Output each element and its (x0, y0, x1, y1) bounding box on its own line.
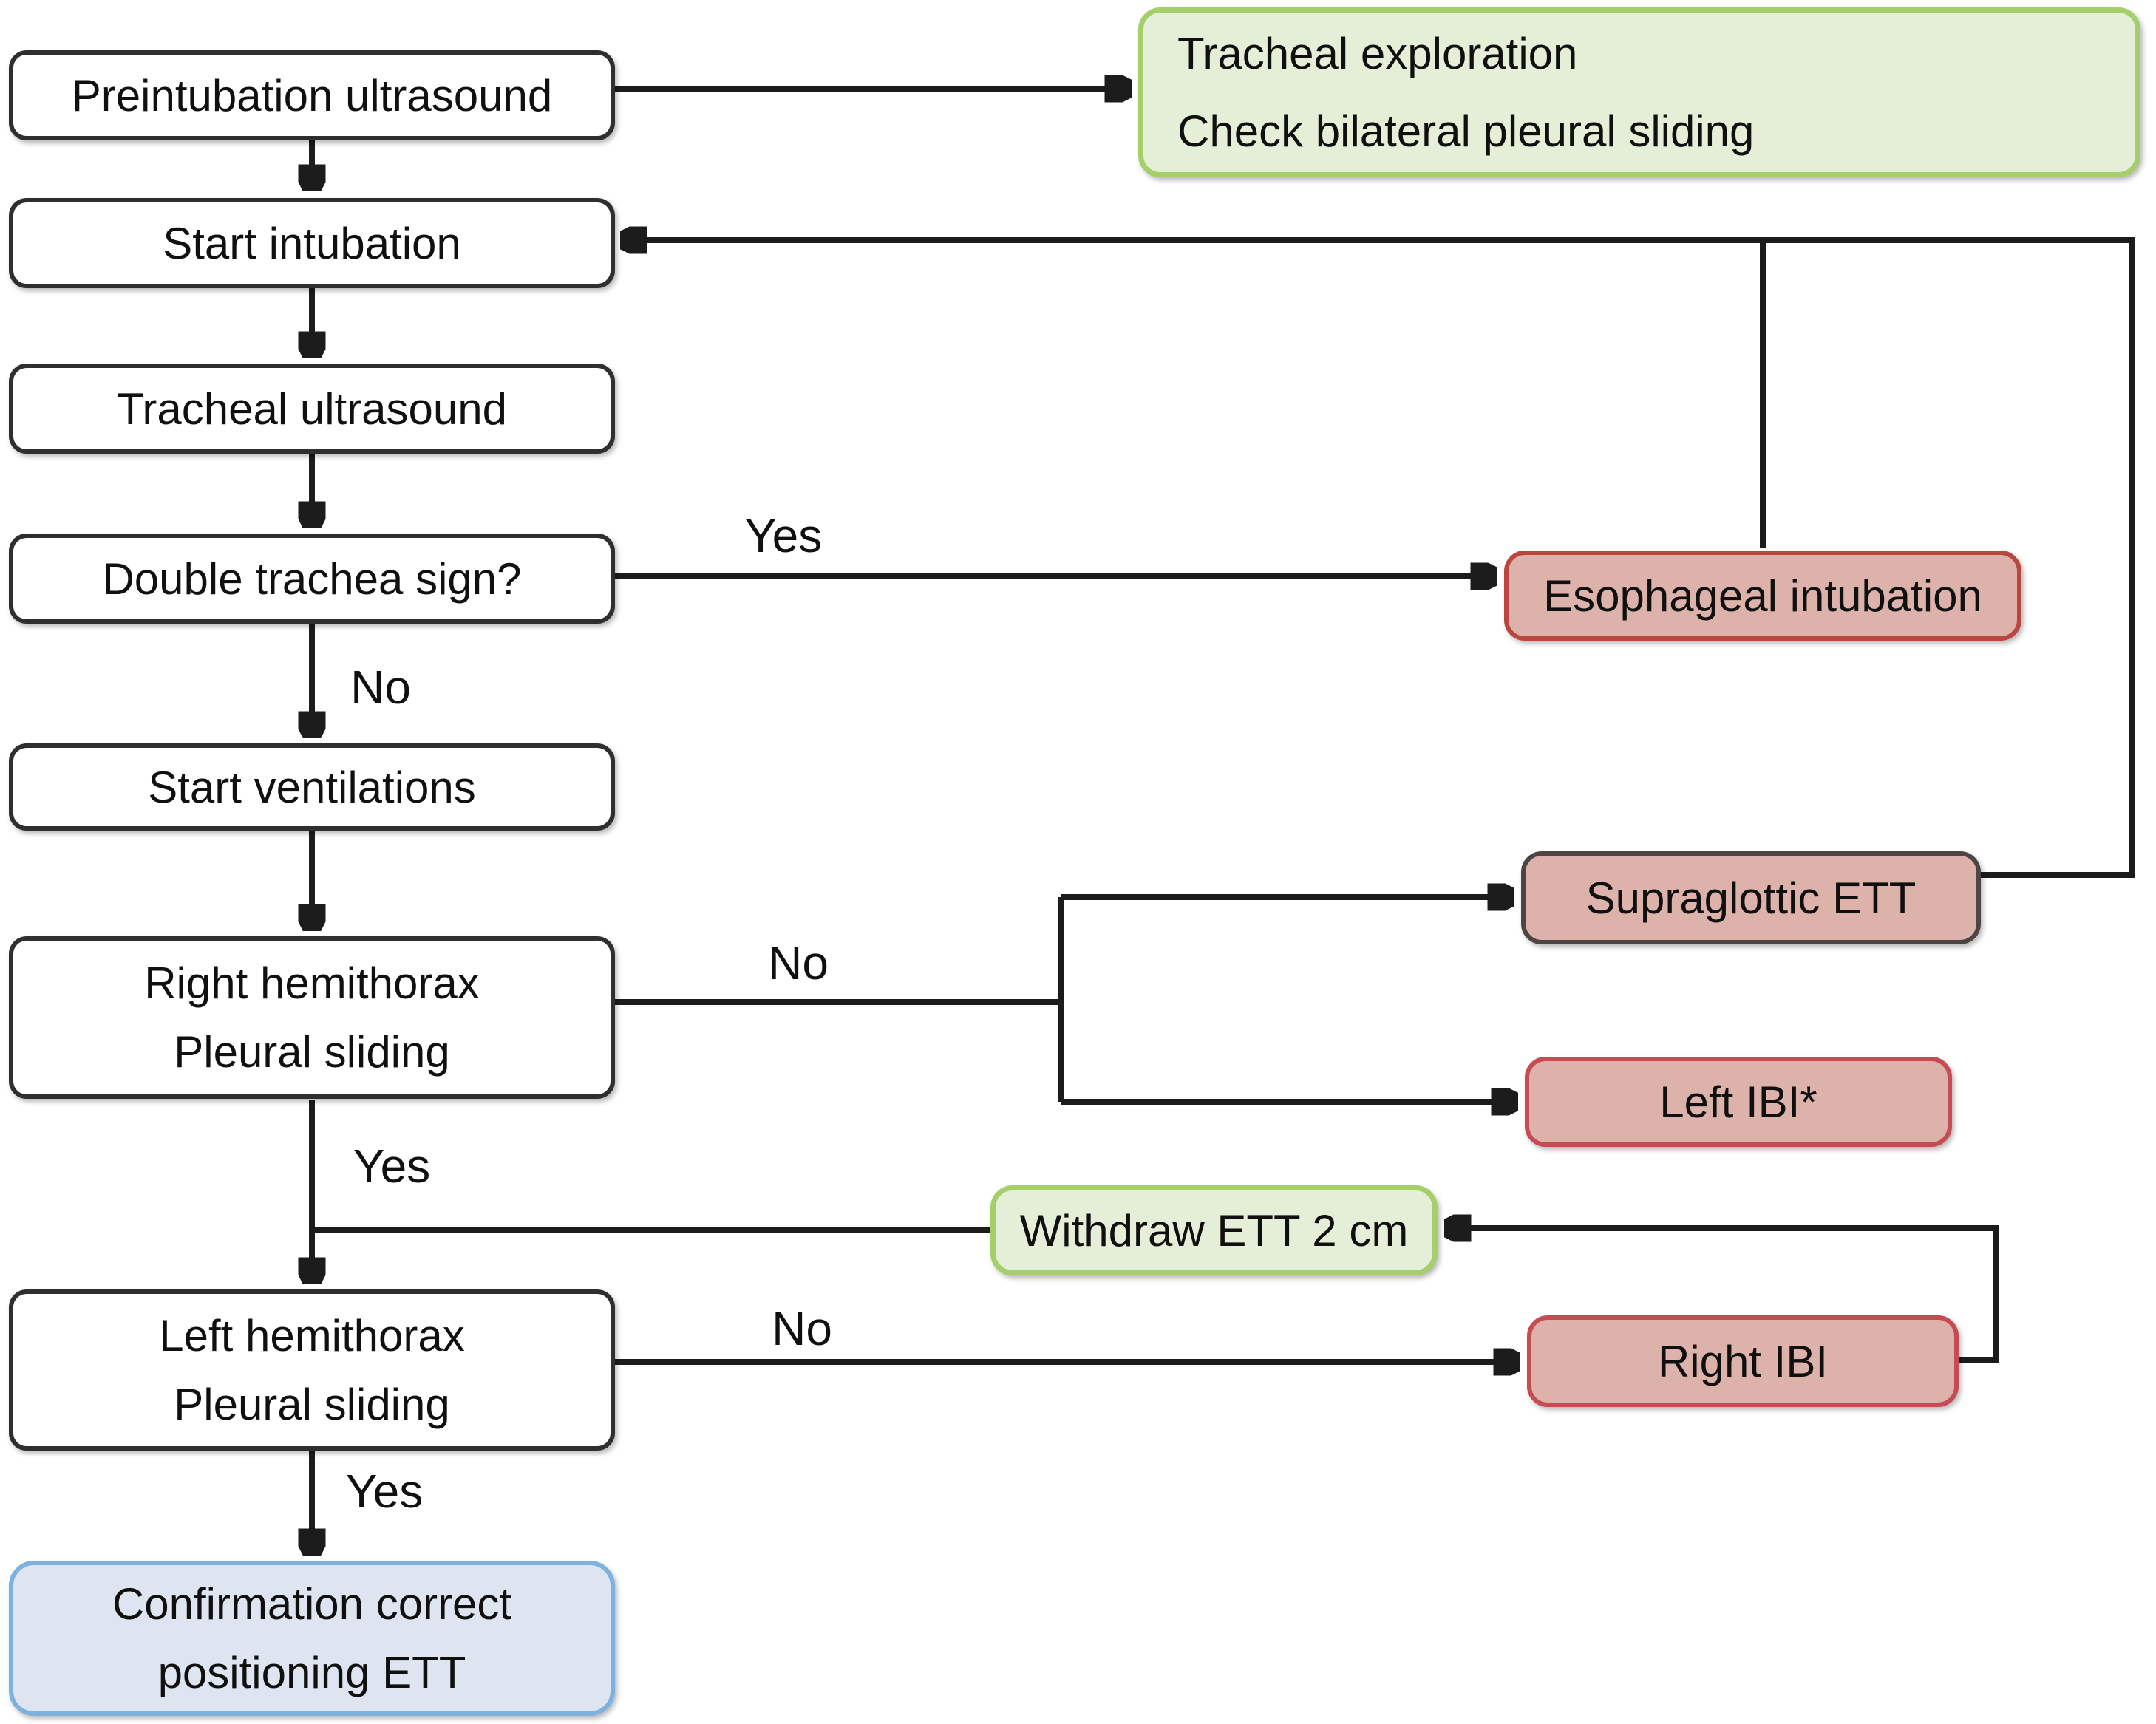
edge-right-ibi-to-withdraw (1446, 1228, 1999, 1363)
node-label-line1: Left hemithorax (159, 1311, 465, 1360)
node-label-line2: positioning ETT (157, 1648, 466, 1697)
node-preintubation-ultrasound: Preintubation ultrasound (9, 50, 615, 140)
node-label: Esophageal intubation (1543, 570, 1982, 621)
node-double-trachea-sign: Double trachea sign? (9, 534, 615, 624)
node-label: Double trachea sign? (102, 553, 522, 604)
node-left-hemithorax-pleural-sliding: Left hemithorax Pleural sliding (9, 1289, 615, 1451)
edge-supraglottic-return-to-start-intubation (622, 240, 2135, 878)
edge-label-double-trachea-yes: Yes (744, 509, 823, 562)
node-label-line1: Right hemithorax (144, 958, 480, 1008)
node-start-intubation: Start intubation (9, 198, 615, 288)
node-label: Right IBI (1657, 1336, 1829, 1386)
node-tracheal-ultrasound: Tracheal ultrasound (9, 364, 615, 454)
node-label-line2: Check bilateral pleural sliding (1177, 106, 1755, 156)
node-label-line1: Tracheal exploration (1177, 29, 1578, 78)
node-tracheal-exploration: Tracheal exploration Check bilateral ple… (1138, 7, 2140, 177)
node-label-line2: Pleural sliding (174, 1380, 450, 1429)
node-esophageal-intubation: Esophageal intubation (1504, 551, 2021, 641)
node-label: Left IBI* (1659, 1077, 1817, 1127)
node-left-ibi: Left IBI* (1525, 1057, 1952, 1147)
edge-label-right-hemithorax-no: No (768, 936, 829, 989)
node-right-ibi: Right IBI (1527, 1315, 1959, 1407)
edge-label-left-hemithorax-no: No (772, 1302, 832, 1355)
node-label: Supraglottic ETT (1585, 873, 1917, 923)
node-withdraw-ett-2cm: Withdraw ETT 2 cm (990, 1185, 1438, 1275)
node-label: Start ventilations (148, 762, 476, 812)
node-label: Withdraw ETT 2 cm (1019, 1205, 1409, 1255)
node-label: Start intubation (163, 218, 461, 268)
node-start-ventilations: Start ventilations (9, 743, 615, 831)
node-label: Preintubation ultrasound (71, 70, 553, 120)
node-confirmation-correct-positioning: Confirmation correct positioning ETT (9, 1561, 615, 1716)
edge-label-left-hemithorax-yes: Yes (345, 1465, 424, 1518)
node-supraglottic-ett: Supraglottic ETT (1521, 851, 1981, 944)
node-right-hemithorax-pleural-sliding: Right hemithorax Pleural sliding (9, 936, 615, 1099)
node-label-line2: Pleural sliding (174, 1027, 450, 1077)
node-label: Tracheal ultrasound (116, 384, 508, 434)
edge-label-right-hemithorax-yes: Yes (353, 1139, 431, 1193)
edge-label-double-trachea-no: No (350, 661, 411, 714)
node-label-line1: Confirmation correct (112, 1579, 512, 1629)
